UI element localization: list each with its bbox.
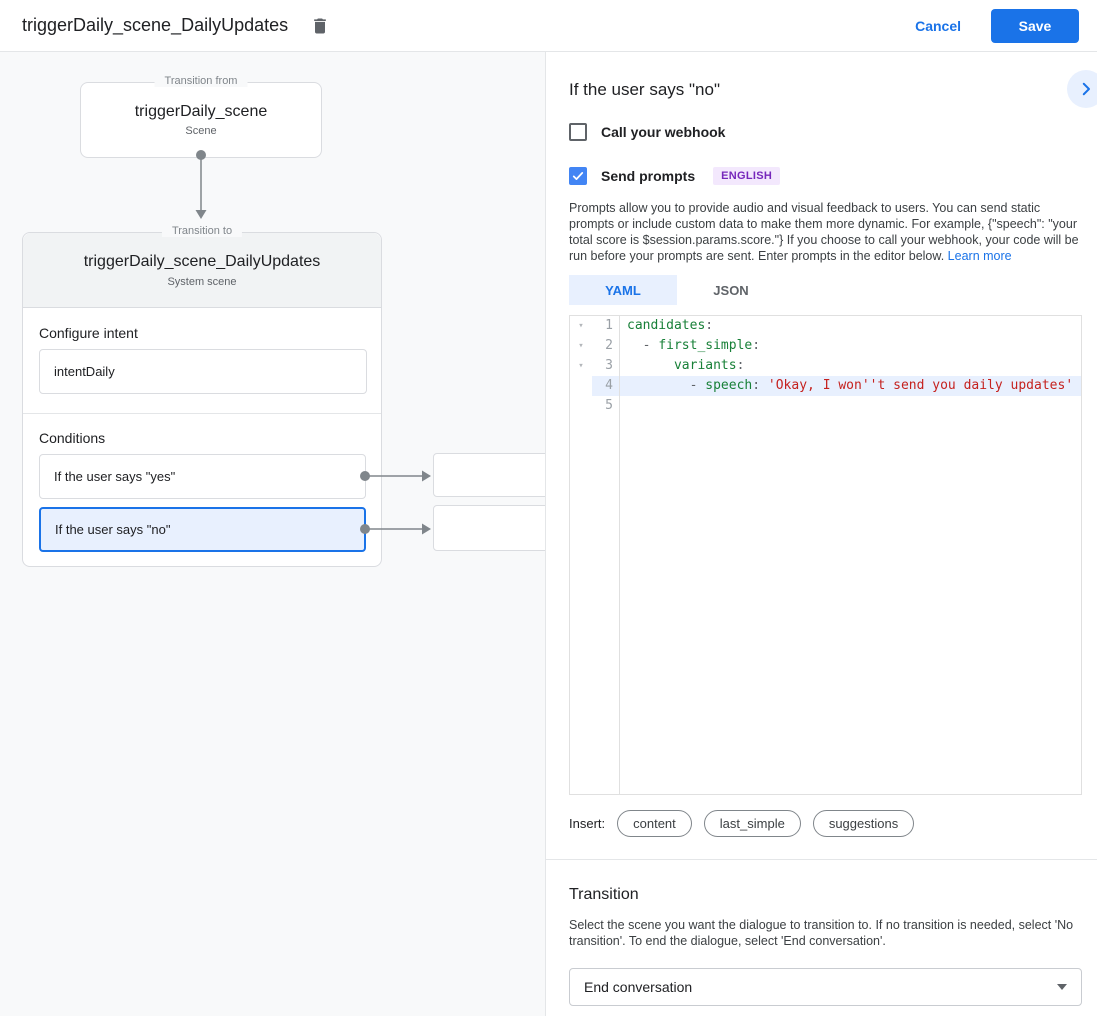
insert-chip-row: Insert: content last_simple suggestions [569,810,915,837]
webhook-checkbox[interactable] [569,123,587,141]
condition-item-yes[interactable]: If the user says "yes" [39,454,366,499]
condition-target-node[interactable] [433,505,565,551]
code-line[interactable]: ▾ 3 variants: [570,356,1081,376]
code-text [620,396,1081,416]
line-number: 3 [605,358,613,373]
fold-toggle-icon[interactable]: ▾ [578,321,584,331]
save-button[interactable]: Save [991,8,1079,43]
fold-toggle-icon[interactable]: ▾ [578,341,584,351]
webhook-label: Call your webhook [601,124,726,140]
tab-yaml[interactable]: YAML [569,275,677,305]
insert-chip-last-simple[interactable]: last_simple [703,810,801,837]
code-text: variants: [673,358,745,373]
panel-title: If the user says "no" [569,80,720,99]
intent-field[interactable]: intentDaily [39,349,367,394]
transition-to-legend: Transition to [161,225,243,237]
code-line[interactable]: ▾ 1 candidates: [570,316,1081,336]
chevron-right-icon [1077,80,1095,98]
code-text: candidates: [627,318,714,333]
code-line[interactable]: 4 - speech: 'Okay, I won''t send you dai… [570,376,1081,396]
code-line[interactable]: 5 [570,396,1081,416]
gutter-separator [619,316,620,794]
to-scene-type: System scene [167,276,237,288]
tab-json[interactable]: JSON [677,275,785,305]
fold-spacer [570,396,592,416]
conditions-label: Conditions [39,430,106,446]
transition-to-node: Transition to triggerDaily_scene_DailyUp… [22,225,382,567]
call-webhook-checkbox-row[interactable]: Call your webhook [569,123,725,141]
condition-target-node[interactable] [433,453,565,497]
insert-chip-content[interactable]: content [617,810,692,837]
cancel-button[interactable]: Cancel [903,10,973,42]
code-line[interactable]: ▾ 2 - first_simple: [570,336,1081,356]
configure-intent-label: Configure intent [39,325,138,341]
code-text: - speech: 'Okay, I won''t send you daily… [620,376,1081,396]
language-badge: ENGLISH [713,167,781,185]
send-prompts-checkbox-row[interactable]: Send prompts ENGLISH [569,167,781,185]
line-number: 5 [605,398,613,413]
trash-icon [310,16,330,36]
transition-section-title: Transition [569,886,639,903]
prompts-description-text: Prompts allow you to provide audio and v… [569,201,1079,263]
learn-more-link[interactable]: Learn more [947,249,1012,263]
transition-from-node[interactable]: Transition from triggerDaily_scene Scene [80,75,322,158]
fold-toggle-icon[interactable]: ▾ [578,361,584,371]
insert-chip-suggestions[interactable]: suggestions [812,810,915,837]
fold-spacer [570,376,592,396]
to-scene-header[interactable]: triggerDaily_scene_DailyUpdates System s… [23,233,381,308]
send-prompts-label: Send prompts [601,168,696,184]
line-number: 1 [605,318,613,333]
transition-select-value: End conversation [584,979,693,995]
to-scene-name: triggerDaily_scene_DailyUpdates [83,253,321,270]
send-prompts-checkbox[interactable] [569,167,587,185]
condition-item-no[interactable]: If the user says "no" [39,507,366,552]
delete-scene-button[interactable] [306,12,334,40]
top-bar: triggerDaily_scene_DailyUpdates Cancel S… [0,0,1097,52]
code-text: - first_simple: [642,338,761,353]
section-divider [546,859,1097,860]
dropdown-caret-icon [1057,984,1067,990]
code-lines: ▾ 1 candidates: ▾ 2 - first_simple: ▾ 3 varian… [570,316,1081,416]
transition-select[interactable]: End conversation [569,968,1082,1006]
transition-from-legend: Transition from [154,75,248,87]
checkmark-icon [571,169,585,183]
collapse-panel-button[interactable] [1067,70,1097,108]
condition-edit-panel: If the user says "no" Call your webhook … [545,52,1097,1016]
line-number: 2 [605,338,613,353]
from-scene-type: Scene [185,125,217,137]
page-title: triggerDaily_scene_DailyUpdates [22,15,289,35]
editor-format-tabs: YAML JSON [569,275,785,305]
line-number: 4 [592,376,620,396]
transition-description: Select the scene you want the dialogue t… [569,918,1074,948]
prompt-code-editor[interactable]: ▾ 1 candidates: ▾ 2 - first_simple: ▾ 3 varian… [569,315,1082,795]
insert-label: Insert: [569,816,606,831]
node-divider [23,413,381,414]
from-scene-name: triggerDaily_scene [134,103,268,120]
prompts-description: Prompts allow you to provide audio and v… [569,200,1083,264]
